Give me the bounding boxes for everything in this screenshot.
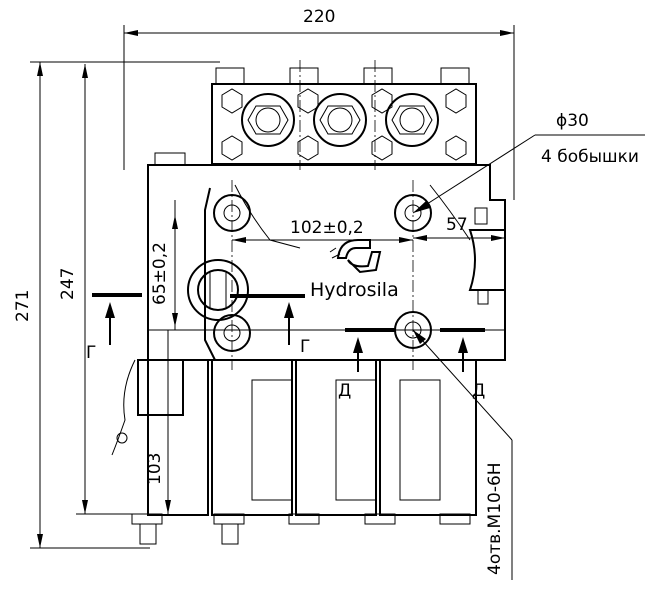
dimension-247-label: 247 — [58, 268, 78, 300]
dimension-65: 65±0,2 — [150, 200, 178, 330]
section-mark-d2: Д — [472, 381, 485, 401]
top-valve-block — [211, 67, 477, 165]
section-mark-middle: Г — [300, 337, 310, 357]
section-lines — [92, 293, 485, 332]
section-arrows — [105, 302, 468, 372]
dimension-220: 220 — [123, 7, 515, 200]
dimension-65-label: 65±0,2 — [150, 242, 170, 305]
dimension-102-label: 102±0,2 — [290, 218, 364, 238]
holes-note-label: 4отв.М10-6Н — [485, 462, 505, 575]
dimension-57: 57 — [413, 215, 505, 241]
boss-count-label: 4 бобышки — [541, 147, 639, 167]
dimension-271-label: 271 — [13, 290, 33, 322]
dimension-103-label: 103 — [145, 453, 165, 485]
brand-name: Hydrosila — [310, 279, 399, 301]
section-mark-left: Г — [86, 343, 96, 363]
centre-lines — [231, 60, 414, 370]
dimension-271: 271 — [13, 61, 220, 549]
dimension-247: 247 — [58, 64, 150, 515]
boss-callout: ϕ30 4 бобышки — [412, 111, 645, 214]
boss-diameter-label: ϕ30 — [556, 111, 589, 131]
dimension-220-label: 220 — [303, 7, 335, 27]
holes-callout: 4отв.М10-6Н — [412, 329, 513, 580]
dimension-57-label: 57 — [446, 215, 468, 235]
brand-logo — [329, 239, 382, 274]
lower-sections — [111, 359, 477, 545]
dimension-102: 102±0,2 — [232, 218, 413, 243]
section-mark-d1: Д — [338, 381, 351, 401]
